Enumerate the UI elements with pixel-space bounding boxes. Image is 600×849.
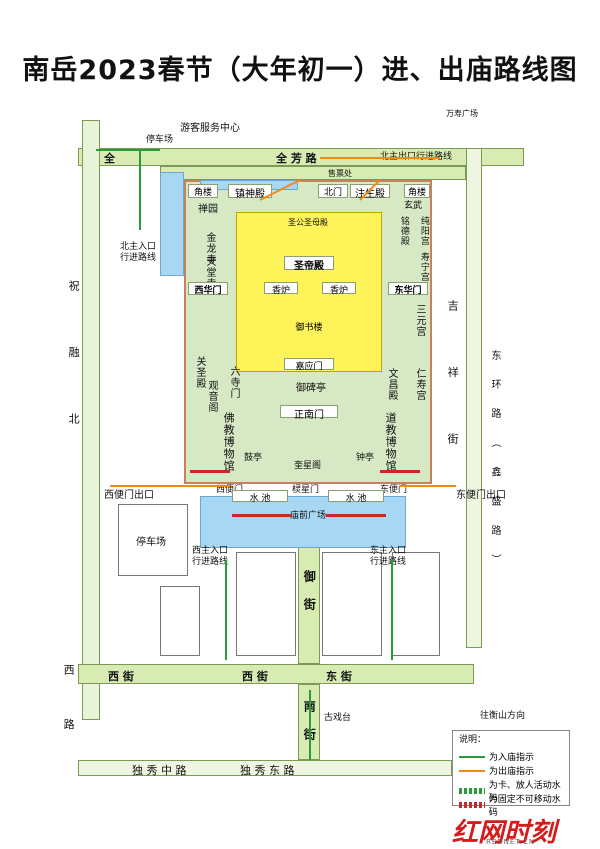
- legend: 说明： 为入庙指示 为出庙指示 为卡、放人活动水码 为固定不可移动水码: [452, 730, 570, 818]
- block-w: [160, 586, 200, 656]
- wangfang: 往衡山方向: [480, 711, 526, 721]
- road-east: [466, 148, 482, 648]
- hall-lumin: 铭德殿: [398, 216, 409, 246]
- hall-shouning: 寿宁宫: [418, 252, 429, 282]
- legend-fixed: 为固定不可移动水码: [488, 795, 561, 818]
- hall-liuxiang: 六寺门: [228, 366, 239, 399]
- hall-jinlong: 金龙寺: [204, 232, 215, 265]
- legend-exit: 为出庙指示: [489, 767, 535, 777]
- hall-yushu: 御书楼: [295, 323, 323, 333]
- hall-dongbianmen: 东便门: [380, 485, 408, 495]
- hall-zhenshen: 镇神殿: [228, 184, 272, 200]
- road-label-east-street: 东 街: [326, 670, 352, 683]
- hall-xihua: 西华门: [188, 282, 228, 296]
- legend-row-enter: 为入庙指示: [459, 750, 534, 763]
- hall-shenggong: 圣公圣母殿: [288, 218, 328, 227]
- plaza-area: [200, 496, 406, 548]
- legend-row-fixed: 为固定不可移动水码: [459, 792, 569, 818]
- hall-xibianmen: 西便门: [216, 485, 244, 495]
- hall-renshou: 仁寿宫: [414, 368, 425, 401]
- legend-release: 为卡、放人活动水码: [488, 781, 561, 804]
- road-label-jixiang: 吉 祥 街: [446, 300, 460, 470]
- road-north: [78, 148, 524, 166]
- road-label-north: 全 芳 路: [276, 152, 317, 165]
- legend-enter: 为入庙指示: [489, 753, 535, 763]
- west-queue-area: [160, 172, 184, 276]
- hall-daojiao: 道教博物馆: [384, 412, 398, 472]
- north-entry-route: 北主入口行进路线: [120, 242, 157, 263]
- hall-sanyuan: 三元宫: [414, 304, 425, 337]
- road-west-street: [78, 664, 474, 684]
- road-label-east: 东 环 路 （ 鑫 盛 路 ）: [489, 350, 500, 573]
- block-se: [322, 552, 382, 656]
- hall-jiaying: 嘉应门: [284, 358, 334, 372]
- road-west-vertical: [82, 120, 100, 720]
- page-title: 南岳2023春节（大年初一）进、出庙路线图: [22, 55, 578, 86]
- hall-yubei: 御碑亭: [296, 383, 326, 394]
- west-entry-route: 西主入口行进路线: [192, 546, 229, 567]
- road-label-west: 祝 融 北: [67, 280, 81, 450]
- road-label-west-street: 西 街: [108, 670, 134, 683]
- release-marker-icon: [459, 788, 485, 794]
- hall-xianglu-e: 香炉: [322, 282, 356, 296]
- brand-logo: 红网时刻: [452, 818, 557, 848]
- hall-shengdi: 圣帝殿: [284, 256, 334, 272]
- hall-chan: 禅园: [198, 204, 218, 215]
- road-label-west-lower: 西 路: [62, 664, 76, 750]
- east-entry-route: 东主入口行进路线: [370, 546, 407, 567]
- road-label-north-west: 全: [104, 152, 115, 165]
- hall-jiaolou-nw: 角楼: [188, 184, 218, 198]
- hall-donghua: 东华门: [388, 282, 428, 296]
- road-label-south-east: 独 秀 东 路: [240, 764, 295, 777]
- ticket-office: 售票处: [328, 169, 352, 178]
- hall-chunyang: 纯阳宫: [418, 216, 429, 246]
- legend-row-exit: 为出庙指示: [459, 764, 534, 777]
- hall-kuixing: 奎星阁: [294, 461, 322, 471]
- pool-east: 水 池: [328, 490, 384, 504]
- road-label-west-street-2: 西 街: [242, 670, 268, 683]
- exit-arrow-icon: [459, 769, 485, 772]
- guxitai: 古戏台: [324, 713, 352, 723]
- hall-wenchang: 文昌殿: [386, 368, 397, 401]
- legend-title: 说明：: [459, 735, 487, 745]
- parking-top: 停车场: [146, 135, 174, 145]
- hall-xuanwu: 玄武: [403, 201, 422, 211]
- hall-fojiao: 佛教博物馆: [222, 412, 236, 472]
- brand-sub: REDNET.CN: [486, 838, 536, 846]
- block-sw: [236, 552, 296, 656]
- pool-west: 水 池: [232, 490, 288, 504]
- visitor-center: 游客服务中心: [180, 123, 240, 134]
- fixed-marker-icon: [459, 802, 485, 808]
- hall-xianglu-w: 香炉: [264, 282, 298, 296]
- east-exit: 东便门出口: [456, 490, 506, 501]
- hall-jiaolou-ne: 角楼: [404, 184, 430, 198]
- hall-zhong: 钟亭: [356, 453, 375, 463]
- road-label-yujie: 御 街: [302, 570, 317, 617]
- hall-zhengnan: 正南门: [280, 405, 338, 421]
- west-exit: 西便门出口: [104, 490, 154, 501]
- wanshou-plaza: 万寿广场: [446, 109, 478, 118]
- main-courtyard: [236, 212, 382, 372]
- hall-guansheng: 关圣殿: [194, 356, 205, 389]
- hall-guanyin: 观音阁: [206, 380, 217, 413]
- legend-row-release: 为卡、放人活动水码: [459, 778, 569, 804]
- parking-lot-west: [118, 504, 188, 576]
- hall-tiantang: 天堂寺: [204, 256, 215, 289]
- road-label-south: 独 秀 中 路: [132, 764, 187, 777]
- hall-lingxing: 棂星门: [292, 485, 320, 495]
- road-south: [78, 760, 452, 776]
- enter-arrow-icon: [459, 755, 485, 758]
- hall-gubei: 鼓亭: [244, 453, 263, 463]
- parking-west-label: 停车场: [136, 537, 166, 548]
- hall-beimen: 北门: [318, 184, 348, 198]
- plaza-label: 庙前广场: [290, 511, 327, 521]
